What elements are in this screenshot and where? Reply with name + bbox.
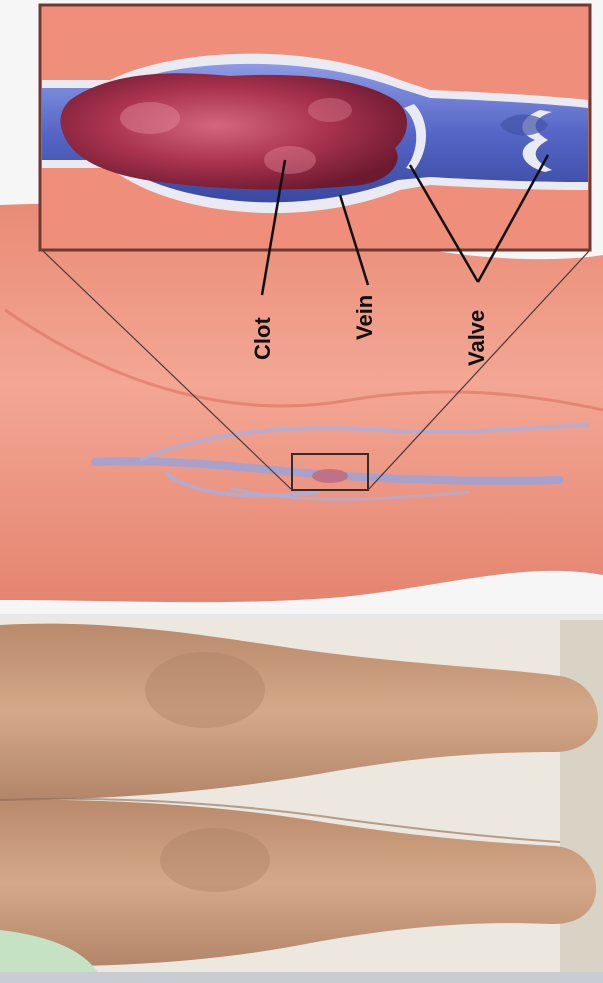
clot-highlight	[120, 102, 180, 134]
clot-highlight	[308, 98, 352, 122]
clot-label: Clot	[250, 317, 275, 360]
valve-label: Valve	[464, 310, 489, 366]
inset	[40, 5, 590, 250]
photo-bottom-strip	[0, 972, 603, 983]
vein-label: Vein	[352, 295, 377, 340]
upper-knee	[145, 652, 265, 728]
lower-knee	[160, 828, 270, 892]
illustration-panel: Clot Vein Valve	[0, 0, 603, 618]
leg-illustration	[0, 204, 603, 602]
panel-divider	[0, 614, 603, 620]
clot-highlight	[264, 146, 316, 174]
small-clot	[312, 469, 348, 483]
legs-photo-panel	[0, 620, 603, 983]
